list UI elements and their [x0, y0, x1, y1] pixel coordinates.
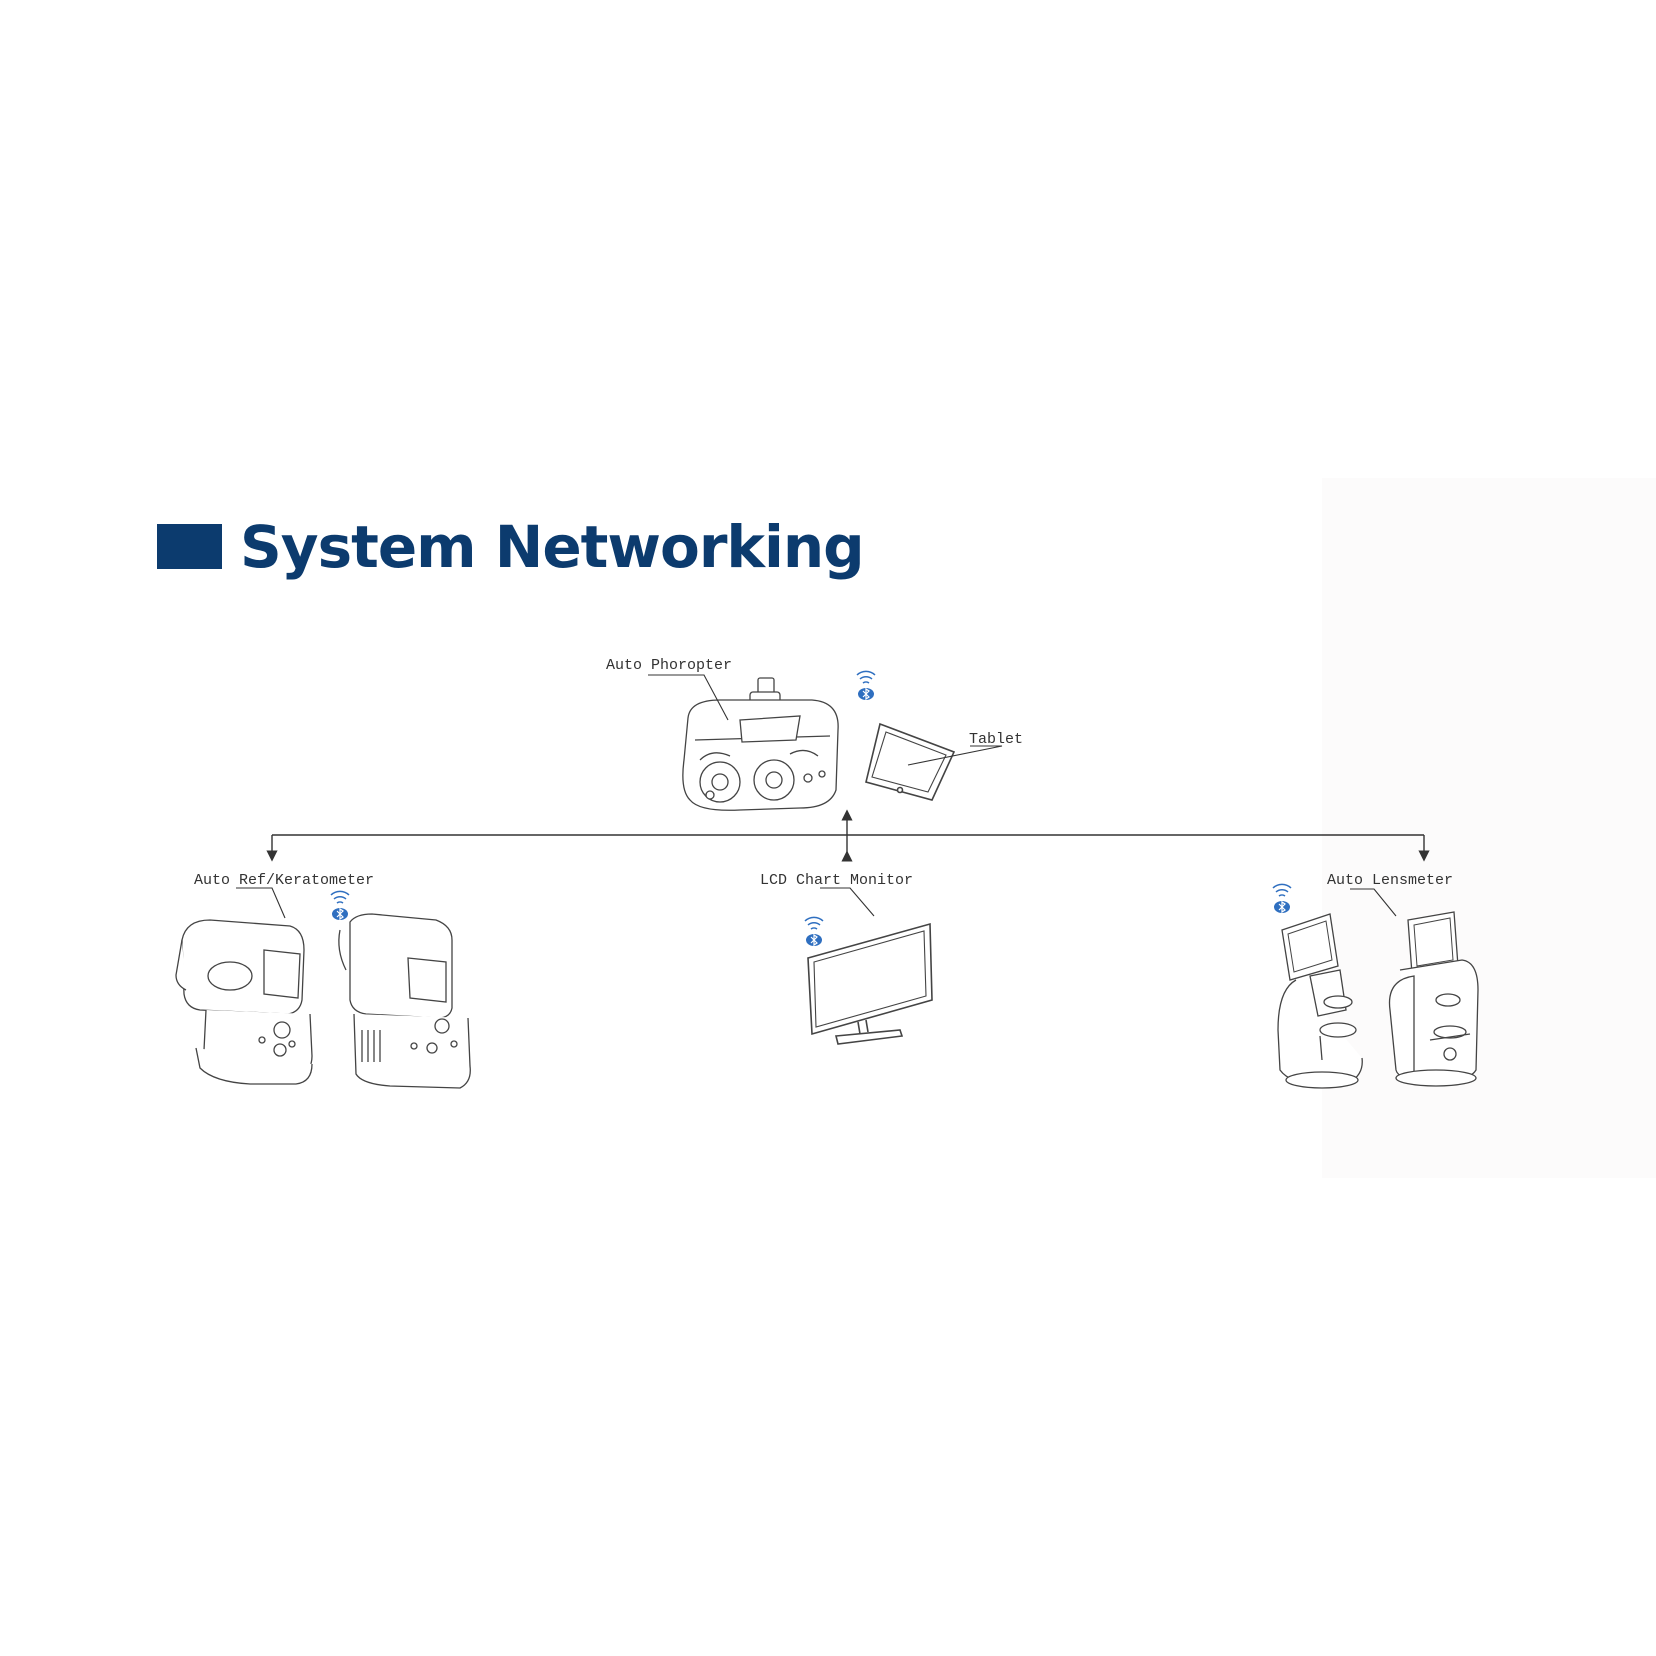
label-auto-phoropter: Auto Phoropter — [606, 657, 732, 674]
page-title: System Networking — [240, 513, 865, 581]
auto-lensmeter-drawing — [1277, 911, 1479, 1089]
auto-phoropter-drawing — [682, 677, 839, 811]
bluetooth-wifi-icon — [330, 890, 350, 921]
network-connections — [266, 809, 1430, 862]
bluetooth-wifi-icon — [1272, 883, 1292, 914]
background-shade — [1322, 478, 1656, 1178]
lcd-monitor-drawing — [807, 922, 933, 1045]
leader-lines — [236, 674, 1397, 919]
bluetooth-wifi-icon — [804, 916, 824, 947]
label-auto-ref-keratometer: Auto Ref/Keratometer — [194, 872, 374, 889]
bluetooth-wifi-icon — [856, 670, 876, 701]
tablet-drawing — [865, 722, 956, 801]
label-lcd-chart-monitor: LCD Chart Monitor — [760, 872, 913, 889]
auto-ref-keratometer-drawing — [175, 913, 471, 1089]
label-auto-lensmeter: Auto Lensmeter — [1327, 872, 1453, 889]
title-square-marker — [157, 524, 222, 569]
label-tablet: Tablet — [969, 731, 1023, 748]
